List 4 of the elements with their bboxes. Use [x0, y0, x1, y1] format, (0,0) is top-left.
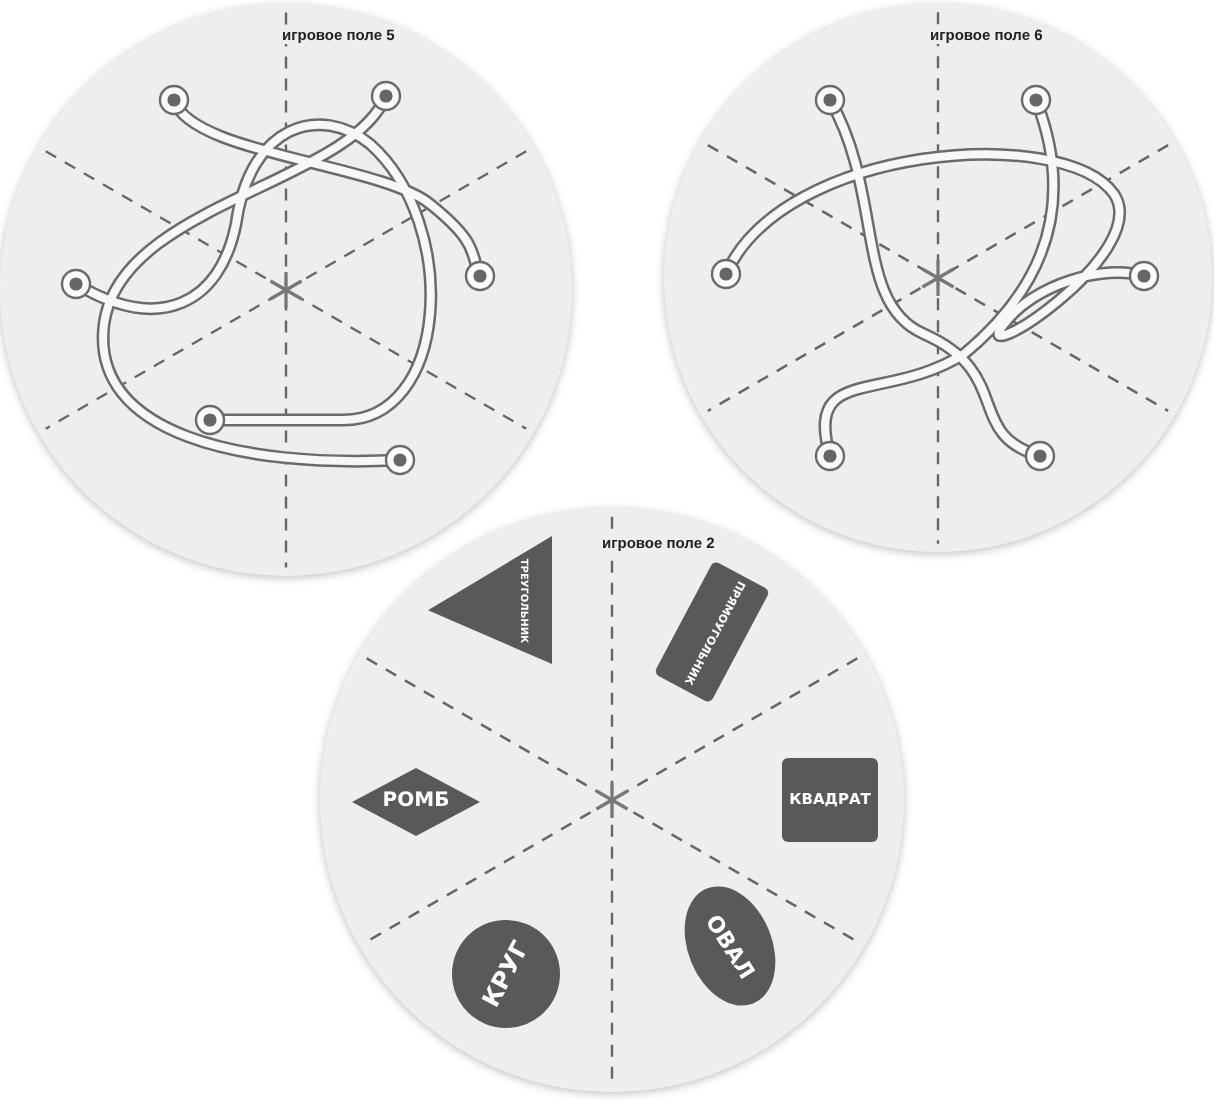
triangle-tile: [428, 536, 552, 664]
square-tile: [782, 758, 878, 842]
circle-tile: [452, 920, 560, 1028]
shape-label: РОМБ: [382, 792, 450, 812]
